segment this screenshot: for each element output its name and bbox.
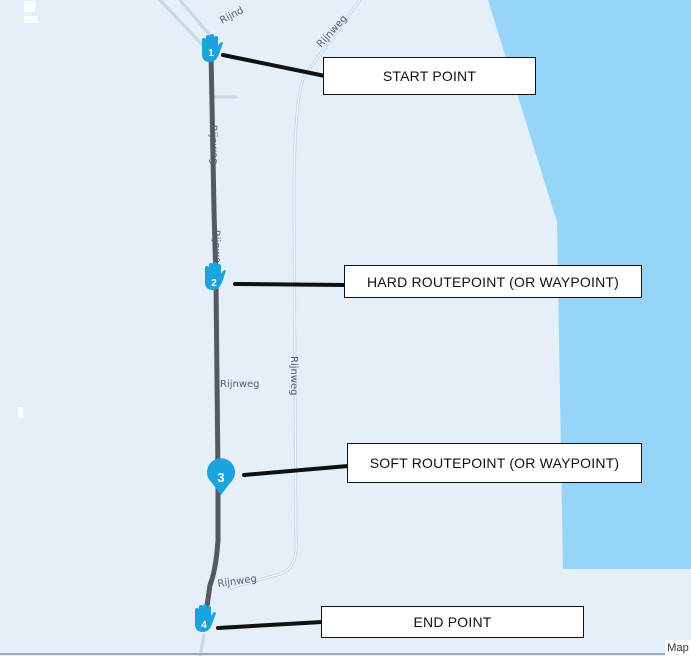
road-label-route-upper: Rijnweg xyxy=(207,125,219,165)
callout-start-point: START POINT xyxy=(323,57,536,95)
building-parcel xyxy=(24,1,35,12)
marker-1[interactable]: 1 xyxy=(202,34,223,62)
road-top-left xyxy=(158,0,211,54)
marker-2-number: 2 xyxy=(211,278,217,289)
map-attribution[interactable]: Map xyxy=(665,640,691,656)
marker-4-number: 4 xyxy=(201,620,207,631)
route-line xyxy=(202,49,221,623)
leader-line-soft xyxy=(242,464,350,477)
leader-line-hard xyxy=(233,282,347,287)
hand-icon xyxy=(195,604,216,632)
road-top-left-2 xyxy=(178,0,216,42)
building-parcel xyxy=(18,407,23,418)
marker-1-number: 1 xyxy=(208,48,214,59)
marker-3[interactable]: 3 xyxy=(207,458,235,495)
road-label-route-mid: Rijnwe xyxy=(210,230,222,264)
callout-end-point: END POINT xyxy=(321,606,584,638)
leader-line-end xyxy=(216,620,324,630)
road-label-bottom: Rijnweg xyxy=(217,574,258,590)
road-label-route-lower: Rijnweg xyxy=(220,379,260,390)
marker-2[interactable]: 2 xyxy=(205,262,226,290)
marker-3-number: 3 xyxy=(217,470,224,485)
map-pin-icon xyxy=(207,458,235,495)
hand-icon xyxy=(205,262,226,290)
callout-soft-routepoint: SOFT ROUTEPOINT (OR WAYPOINT) xyxy=(347,443,642,483)
road-bottom xyxy=(198,633,206,656)
road-top-right-core xyxy=(229,0,361,589)
leader-line-start xyxy=(221,53,327,78)
building-parcel xyxy=(24,16,38,23)
road-label-right-road: Rijnweg xyxy=(288,356,299,396)
hand-icon xyxy=(202,34,223,62)
callout-hard-routepoint: HARD ROUTEPOINT (OR WAYPOINT) xyxy=(344,265,642,298)
marker-4[interactable]: 4 xyxy=(195,604,216,632)
